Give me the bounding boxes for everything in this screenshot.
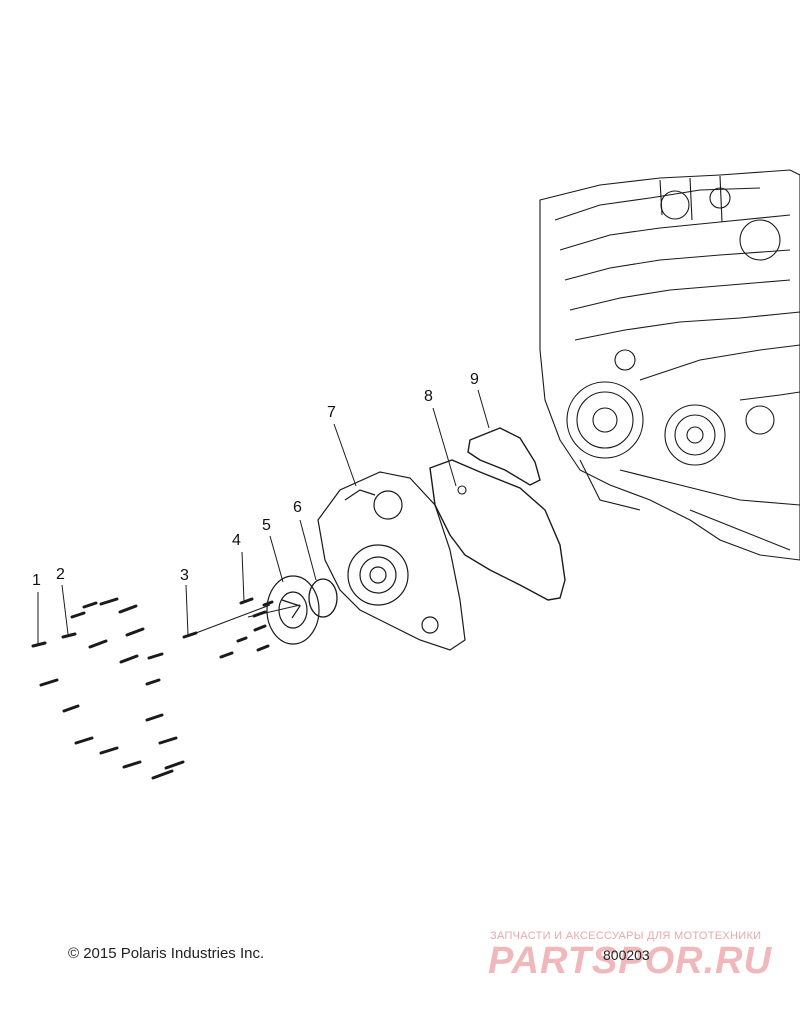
cover-7 [317,471,466,651]
engine-block-illustration [539,169,800,561]
callout-9: 9 [470,371,479,388]
callout-8: 8 [424,388,433,405]
callout-4: 4 [232,532,241,549]
callout-7: 7 [327,404,336,421]
o-ring-6 [308,578,338,618]
gasket-8 [429,459,566,601]
callout-3: 3 [180,567,189,584]
figure-number: 800203 [603,947,650,963]
callout-6: 6 [293,499,302,516]
leader-lines [37,389,490,644]
watermark-tagline: ЗАПЧАСТИ И АКСЕССУАРЫ ДЛЯ МОТОТЕХНИКИ [490,930,762,942]
gasket-9 [467,427,541,486]
callout-1: 1 [32,572,41,589]
copyright-text: © 2015 Polaris Industries Inc. [68,945,265,962]
plate-5 [266,575,320,645]
callout-5: 5 [262,517,271,534]
watermark-logo: PARTSPOR.RU [488,940,773,982]
callout-2: 2 [56,566,65,583]
bolts [31,597,274,780]
dowel-pin [457,485,467,495]
